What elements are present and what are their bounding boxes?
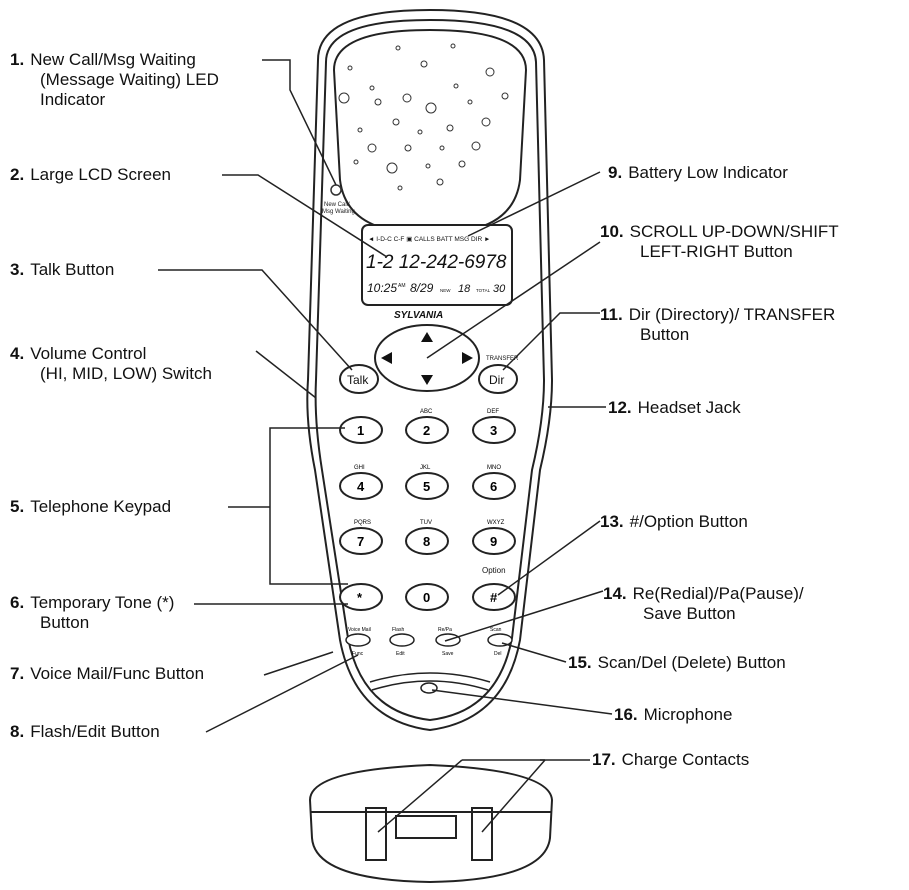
arrow-up-icon[interactable] <box>421 332 433 342</box>
function-top-label: Voice Mail <box>348 627 371 633</box>
led-label-line1: New Call/ <box>324 202 350 208</box>
key-5[interactable]: 5 JKL <box>405 465 449 500</box>
dir-button-label: Dir <box>489 373 504 387</box>
arrow-left-icon[interactable] <box>381 352 392 364</box>
callout-4: 4.Volume Control(HI, MID, LOW) Switch <box>10 344 212 383</box>
callout-7: 7.Voice Mail/Func Button <box>10 664 205 683</box>
lcd-date: 8/29 <box>410 281 434 295</box>
key-letters: MNO <box>487 465 501 471</box>
key-digit: 7 <box>357 534 364 549</box>
lcd-total-label: TOTAL <box>476 288 491 293</box>
key-letters: PQRS <box>354 520 371 526</box>
key-3[interactable]: 3 DEF <box>472 409 516 444</box>
key-2[interactable]: 2 ABC <box>405 409 449 444</box>
callout-5: 5.Telephone Keypad <box>10 497 172 516</box>
key-digit: # <box>490 590 498 605</box>
callout-13: 13.#/Option Button <box>600 512 748 531</box>
callout-12: 12.Headset Jack <box>608 398 741 417</box>
lcd-new-label: NEW <box>440 288 451 293</box>
key-letters: GHI <box>354 465 365 471</box>
key-digit: 0 <box>423 590 430 605</box>
dir-button[interactable]: Dir <box>478 364 518 394</box>
key-7[interactable]: 7 PQRS <box>339 520 383 555</box>
key-digit: 8 <box>423 534 430 549</box>
key-digit: * <box>357 590 363 605</box>
base-window <box>395 815 457 839</box>
charge-contact-left <box>365 807 387 861</box>
transfer-label: TRANSFER <box>486 356 519 362</box>
led-label-line2: Msg Waiting <box>322 209 355 215</box>
callout-14: 14.Re(Redial)/Pa(Pause)/Save Button <box>603 584 804 623</box>
key-digit: 5 <box>423 479 430 494</box>
lcd-time: 10:25 <box>367 281 397 295</box>
callout-17: 17.Charge Contacts <box>592 750 750 769</box>
function-top-label: Re/Pa <box>438 627 452 633</box>
arrow-down-icon[interactable] <box>421 375 433 385</box>
key-6[interactable]: 6 MNO <box>472 465 516 500</box>
lcd-new-count: 18 <box>458 283 471 295</box>
lcd-status-row: ◄ I-D-C C-F ▣ CALLS BATT MSG DIR ► <box>368 236 490 243</box>
callout-6: 6.Temporary Tone (*)Button <box>10 593 175 632</box>
led-indicator <box>330 184 342 196</box>
lcd-screen: ◄ I-D-C C-F ▣ CALLS BATT MSG DIR ► 1-2 1… <box>361 224 513 306</box>
key-digit: 1 <box>357 423 364 438</box>
key-digit: 9 <box>490 534 497 549</box>
key-1[interactable]: 1 <box>339 416 383 444</box>
callout-2: 2.Large LCD Screen <box>10 165 171 184</box>
speaker-holes <box>338 43 509 191</box>
function-bottom-label: Edit <box>396 651 405 657</box>
callout-16: 16.Microphone <box>614 705 733 724</box>
talk-button[interactable]: Talk <box>339 364 379 394</box>
function-bottom-label: Func <box>352 651 364 657</box>
key-9[interactable]: 9 WXYZ <box>472 520 516 555</box>
function-bottom-label: Del <box>494 651 502 657</box>
callout-15: 15.Scan/Del (Delete) Button <box>568 653 786 672</box>
callout-9: 9.Battery Low Indicator <box>608 163 788 182</box>
key-digit: 4 <box>357 479 365 494</box>
charging-base <box>308 763 554 884</box>
key-letters: TUV <box>420 520 432 526</box>
callout-8: 8.Flash/Edit Button <box>10 722 160 741</box>
talk-button-label: Talk <box>347 373 369 387</box>
telephone-keypad: 1 2 ABC 3 DEF 4 GHI 5 JKL 6 MNO 7 PQRS 8 TUV 9 WXYZ * 0 # <box>339 409 516 611</box>
callout-1: 1.New Call/Msg Waiting(Message Waiting) … <box>10 50 219 109</box>
callout-3: 3.Talk Button <box>10 260 115 279</box>
function-top-label: Flash <box>392 627 404 633</box>
lcd-number: 1-2 12-242-6978 <box>366 252 507 273</box>
lcd-am: AM <box>398 283 406 289</box>
brand-logo: SYLVANIA <box>394 310 443 321</box>
key-letters: DEF <box>487 409 499 415</box>
key-8[interactable]: 8 TUV <box>405 520 449 555</box>
key-letters: WXYZ <box>487 520 505 526</box>
function-bottom-label: Save <box>442 651 454 657</box>
key-0[interactable]: 0 <box>405 583 449 611</box>
arrow-right-icon[interactable] <box>462 352 473 364</box>
leader-lines <box>158 59 613 833</box>
option-label: Option <box>482 566 506 575</box>
key-digit: 3 <box>490 423 497 438</box>
key-star[interactable]: * <box>339 583 383 611</box>
key-digit: 2 <box>423 423 430 438</box>
key-4[interactable]: 4 GHI <box>339 465 383 500</box>
key-letters: JKL <box>420 465 431 471</box>
key-letters: ABC <box>420 409 433 415</box>
key-digit: 6 <box>490 479 497 494</box>
charge-contact-right <box>471 807 493 861</box>
function-top-label: Scan <box>490 627 502 633</box>
lcd-total-count: 30 <box>493 283 506 295</box>
